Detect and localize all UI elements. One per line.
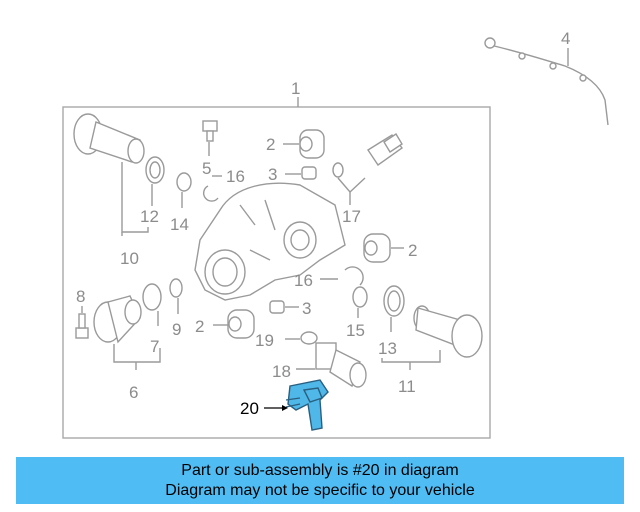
left-flange-shaft-part[interactable] bbox=[73, 113, 145, 164]
callout-5[interactable]: 5 bbox=[202, 159, 211, 178]
callout-16b[interactable]: 16 bbox=[294, 271, 313, 290]
callout-3b[interactable]: 3 bbox=[302, 299, 311, 318]
callout-7[interactable]: 7 bbox=[150, 337, 159, 356]
bolt-8-part[interactable] bbox=[75, 313, 89, 339]
seal-15-part[interactable] bbox=[352, 286, 368, 308]
callout-19[interactable]: 19 bbox=[255, 331, 274, 350]
ring-14-part[interactable] bbox=[176, 172, 192, 192]
callout-12[interactable]: 12 bbox=[140, 207, 159, 226]
assembly-frame bbox=[62, 106, 491, 439]
plug-3a-part[interactable] bbox=[301, 166, 317, 180]
callout-4[interactable]: 4 bbox=[561, 29, 570, 48]
callout-20[interactable]: 20 bbox=[240, 399, 259, 418]
pinion-17-part[interactable] bbox=[332, 133, 403, 178]
callout-11[interactable]: 11 bbox=[398, 377, 416, 396]
ring-9-part[interactable] bbox=[169, 278, 183, 298]
snap-ring-16a-part[interactable] bbox=[202, 185, 219, 202]
differential-housing-part[interactable] bbox=[194, 182, 346, 301]
callout-2c[interactable]: 2 bbox=[195, 317, 204, 336]
callout-6[interactable]: 6 bbox=[129, 383, 138, 402]
seal-7-part[interactable] bbox=[142, 283, 162, 311]
callout-8[interactable]: 8 bbox=[76, 287, 85, 306]
bracket-20-highlighted-part[interactable] bbox=[285, 379, 329, 431]
callout-17[interactable]: 17 bbox=[342, 207, 361, 226]
parts-diagram: 1 4 10 12 14 5 16 2 bbox=[62, 29, 609, 439]
callout-10[interactable]: 10 bbox=[120, 249, 139, 268]
wire-harness-part[interactable] bbox=[484, 37, 609, 126]
callout-3a[interactable]: 3 bbox=[268, 165, 277, 184]
plug-3b-part[interactable] bbox=[269, 300, 285, 314]
info-banner: Part or sub-assembly is #20 in diagram D… bbox=[16, 457, 624, 504]
actuator-18-part[interactable] bbox=[315, 342, 367, 388]
snap-ring-16b-part[interactable] bbox=[344, 266, 364, 286]
callout-18[interactable]: 18 bbox=[272, 362, 291, 381]
right-flange-shaft-part[interactable] bbox=[413, 305, 483, 358]
bushing-2a-part[interactable] bbox=[299, 129, 325, 159]
callout-15[interactable]: 15 bbox=[346, 321, 365, 340]
o-ring-19-part[interactable] bbox=[300, 331, 318, 345]
banner-line-1: Part or sub-assembly is #20 in diagram bbox=[181, 461, 459, 479]
callout-16a[interactable]: 16 bbox=[226, 167, 245, 186]
flange-6-part[interactable] bbox=[93, 295, 142, 344]
bolt-5-part[interactable] bbox=[202, 120, 218, 142]
callout-9[interactable]: 9 bbox=[172, 320, 181, 339]
bushing-2c-part[interactable] bbox=[227, 309, 255, 339]
banner-line-2: Diagram may not be specific to your vehi… bbox=[165, 481, 475, 499]
bushing-2b-part[interactable] bbox=[363, 233, 391, 263]
callout-1[interactable]: 1 bbox=[291, 79, 300, 98]
callout-2b[interactable]: 2 bbox=[408, 241, 417, 260]
seal-13-part[interactable] bbox=[383, 285, 405, 317]
callout-13[interactable]: 13 bbox=[378, 339, 397, 358]
callout-2a[interactable]: 2 bbox=[266, 135, 275, 154]
callout-14[interactable]: 14 bbox=[170, 215, 189, 234]
seal-12-part[interactable] bbox=[145, 156, 165, 184]
